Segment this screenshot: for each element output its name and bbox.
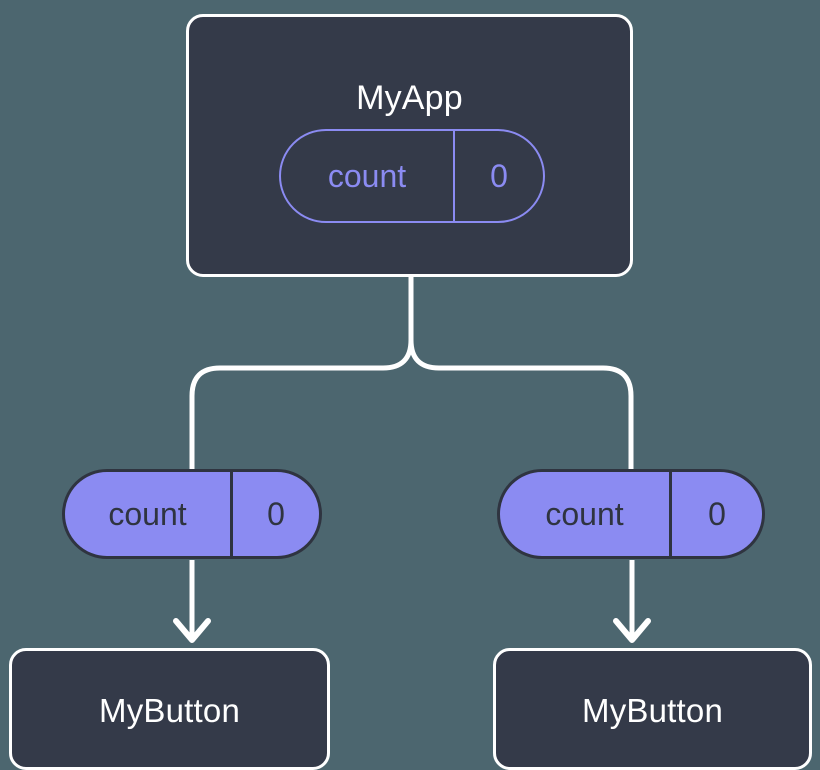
component-node-mybutton-right[interactable]: MyButton <box>493 648 812 770</box>
prop-pill-left[interactable]: count 0 <box>62 469 322 559</box>
component-node-mybutton-left[interactable]: MyButton <box>9 648 330 770</box>
component-label-mybutton-right: MyButton <box>582 692 723 729</box>
wire-fork-left <box>189 274 414 473</box>
component-node-myapp[interactable]: MyApp <box>186 14 633 277</box>
arrow-head-left-icon <box>173 618 211 643</box>
component-label-myapp: MyApp <box>356 79 463 117</box>
prop-pill-right-key: count <box>500 472 672 556</box>
prop-pill-left-value: 0 <box>267 495 285 532</box>
wire-fork-right <box>408 274 634 473</box>
state-pill-root-value: 0 <box>490 157 508 194</box>
prop-pill-right[interactable]: count 0 <box>497 469 765 559</box>
prop-pill-left-key: count <box>65 472 233 556</box>
component-label-mybutton-left: MyButton <box>99 692 240 729</box>
arrow-head-right-icon <box>613 618 651 643</box>
prop-pill-right-value: 0 <box>708 495 726 532</box>
state-pill-root-key: count <box>281 131 455 221</box>
state-pill-root[interactable]: count 0 <box>279 129 545 223</box>
